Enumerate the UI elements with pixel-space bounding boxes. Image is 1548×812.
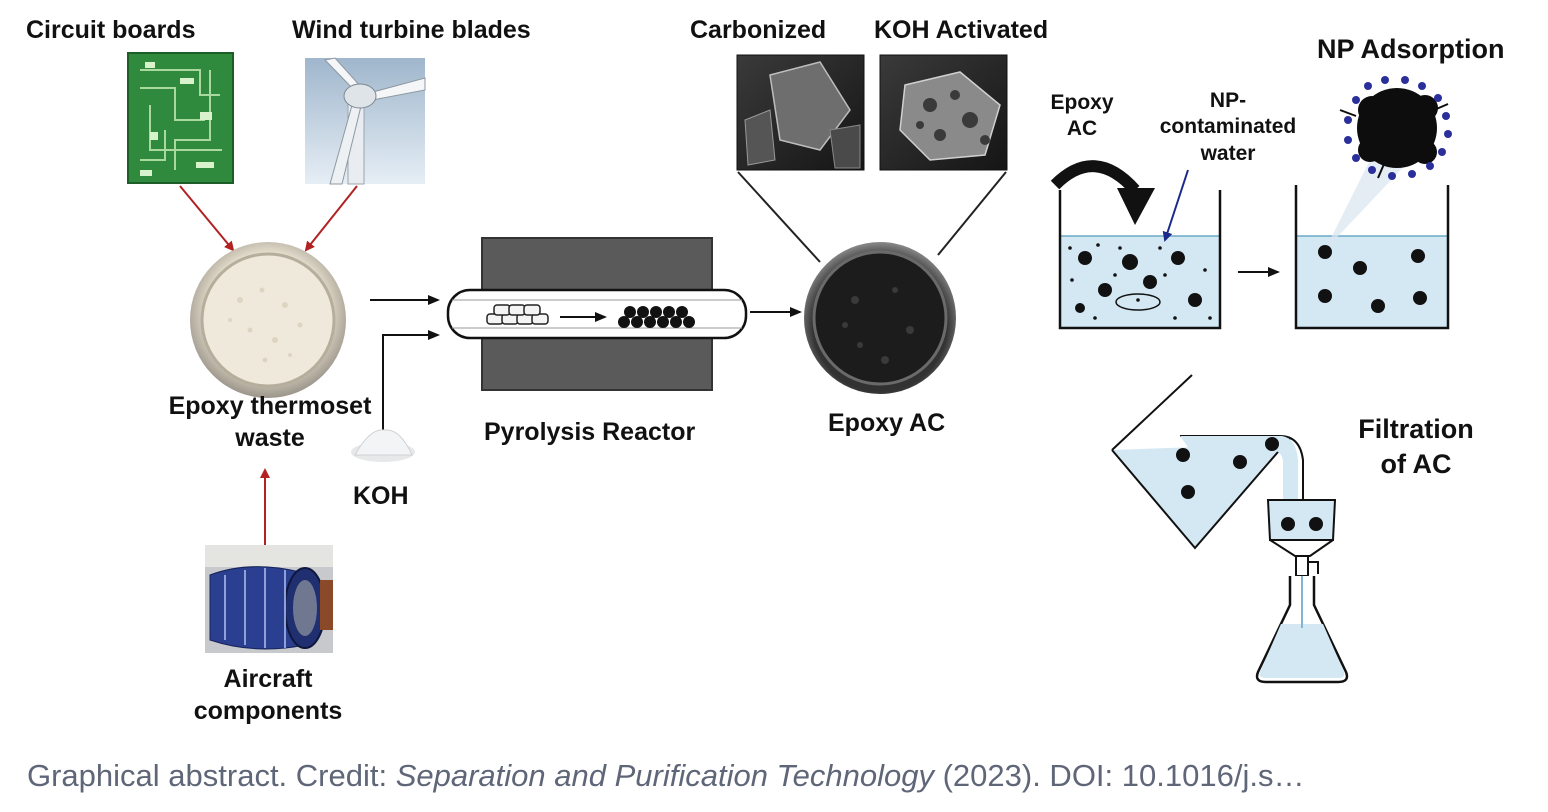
- label-epoxy-ac-small: Epoxy AC: [1032, 90, 1132, 143]
- circuit-board-image: [127, 52, 234, 184]
- caption-journal: Separation and Purification Technology: [395, 758, 934, 793]
- add-ac-arrow-head: [1117, 188, 1155, 225]
- beaker-adsorbed: [1294, 140, 1450, 330]
- label-epoxy-ac: Epoxy AC: [828, 409, 946, 437]
- label-wind-turbine-blades: Wind turbine blades: [292, 16, 531, 44]
- label-koh-activated: KOH Activated: [874, 16, 1049, 44]
- label-filtration-of-ac: Filtration of AC: [1336, 412, 1496, 481]
- label-np-line-1: NP-: [1209, 89, 1247, 112]
- label-epoxy-ac-line-1: Epoxy: [1050, 91, 1114, 114]
- sem-carbonized-image: [736, 54, 865, 171]
- label-np-line-2: contaminated: [1159, 115, 1297, 139]
- label-pyrolysis-reactor: Pyrolysis Reactor: [484, 418, 696, 446]
- label-aircraft-components: Aircraft components: [168, 663, 368, 727]
- add-ac-arrow: [1050, 160, 1140, 195]
- arrow-circuit-to-waste: [179, 185, 235, 252]
- label-koh: KOH: [353, 482, 409, 510]
- figure-caption: Graphical abstract. Credit: Separation a…: [27, 758, 1304, 794]
- caption-prefix: Graphical abstract. Credit:: [27, 758, 396, 793]
- wind-turbine-image: [305, 57, 426, 185]
- label-epoxy-ac-line-2: AC: [1066, 117, 1098, 141]
- label-circuit-boards: Circuit boards: [26, 16, 196, 44]
- label-np-line-3: water: [1200, 141, 1256, 165]
- caption-suffix: (2023). DOI: 10.1016/j.s…: [933, 758, 1305, 793]
- filtration-setup: [1111, 374, 1349, 684]
- epoxy-ac-bowl: [804, 242, 956, 394]
- label-carbonized: Carbonized: [690, 16, 827, 44]
- pyrolysis-reactor: [446, 237, 748, 391]
- label-waste-line-2: waste: [235, 424, 305, 452]
- label-np-contaminated-water: NP- contaminated water: [1148, 88, 1308, 167]
- sem-connector-left: [737, 171, 821, 263]
- label-aircraft-line-1: Aircraft: [223, 665, 313, 693]
- label-filtration-line-2: of AC: [1380, 448, 1452, 479]
- sem-connector-right: [937, 171, 1007, 256]
- np-adsorption-particle: [1339, 76, 1452, 180]
- arrow-turbine-to-waste: [304, 185, 358, 252]
- koh-powder: [351, 429, 415, 462]
- label-np-adsorption: NP Adsorption: [1317, 34, 1505, 64]
- label-waste-line-1: Epoxy thermoset: [168, 392, 372, 420]
- beaker-adsorption: [1058, 190, 1222, 330]
- label-filtration-line-1: Filtration: [1358, 414, 1474, 444]
- label-epoxy-thermoset-waste: Epoxy thermoset waste: [140, 390, 400, 454]
- np-water-pointer: [1162, 169, 1189, 242]
- arrow-koh-to-reactor: [382, 330, 440, 445]
- aircraft-components-image: [205, 545, 333, 653]
- process-diagram: [127, 52, 1452, 684]
- epoxy-waste-bowl: [190, 242, 346, 398]
- sem-koh-activated-image: [879, 54, 1008, 171]
- label-aircraft-line-2: components: [193, 697, 343, 725]
